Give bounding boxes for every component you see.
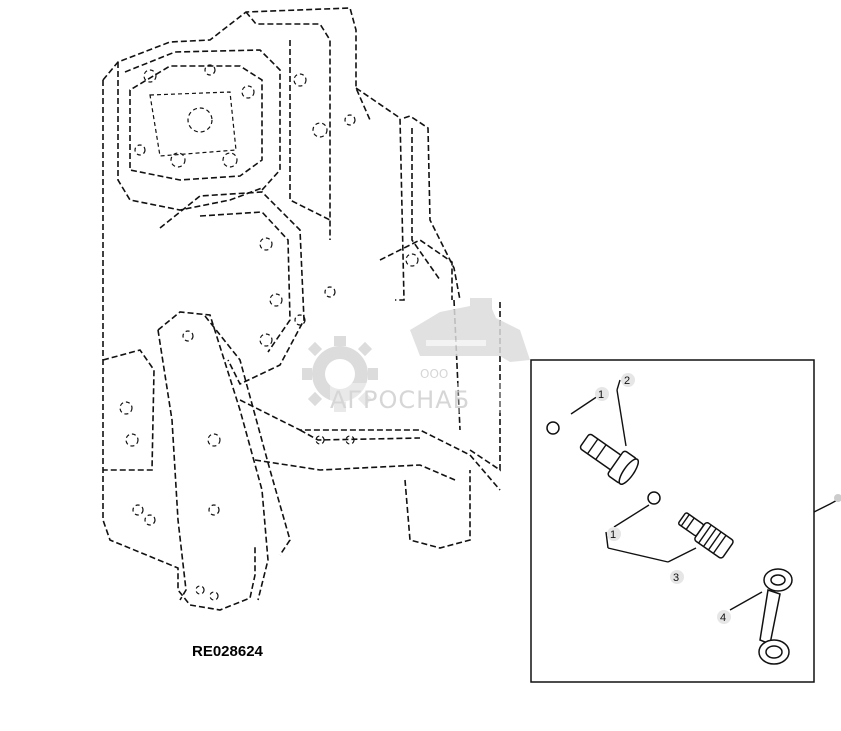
detail-leader-marker [834, 494, 841, 502]
callout-3: 3 [670, 570, 684, 584]
harvester-logo-icon [410, 298, 530, 362]
callout-leaders [570, 379, 763, 611]
o-ring-lower [647, 491, 661, 505]
threaded-nipple [678, 512, 734, 559]
gear-logo-icon [302, 336, 378, 412]
detail-inset-frame [530, 359, 815, 683]
detail-inset: 1 2 1 3 4 [530, 359, 841, 683]
rear-axle-housing-outline [102, 7, 501, 611]
svg-text:1: 1 [610, 529, 616, 541]
o-ring-upper [546, 421, 560, 435]
svg-text:3: 3 [673, 572, 679, 584]
agrosnab-watermark: ООО АГРОСНАБ [302, 298, 535, 414]
callout-2: 2 [621, 373, 635, 387]
svg-text:2: 2 [624, 375, 630, 387]
callout-1b: 1 [607, 527, 621, 541]
watermark-prefix: ООО [420, 367, 448, 381]
figure-reference-code: RE028624 [192, 643, 264, 660]
svg-text:4: 4 [720, 612, 726, 624]
callout-4: 4 [717, 610, 731, 624]
watermark-company-name: АГРОСНАБ [330, 386, 470, 414]
coupler-body [579, 433, 640, 486]
callout-1a: 1 [595, 387, 609, 401]
dust-cap [758, 568, 793, 665]
svg-text:1: 1 [598, 389, 604, 401]
